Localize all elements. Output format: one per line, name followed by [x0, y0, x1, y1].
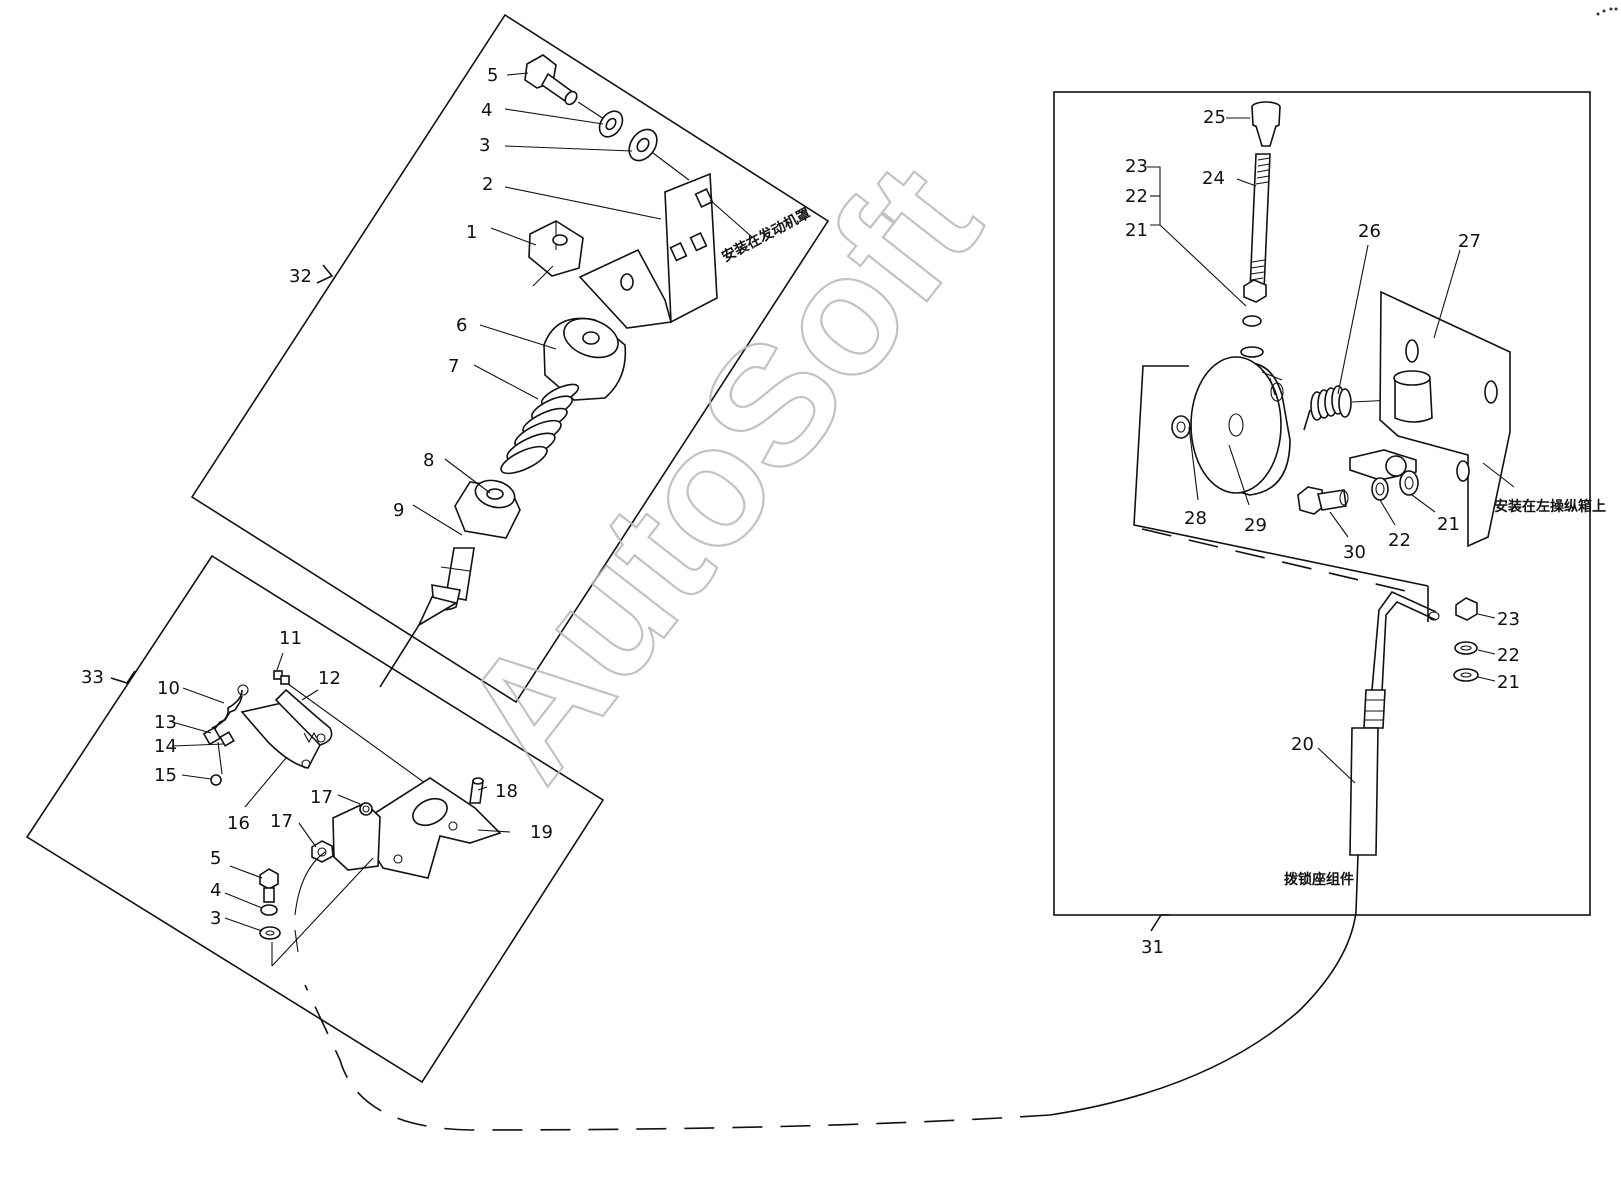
callout-26: 26: [1358, 221, 1381, 242]
lower-nut-stack-part: [1453, 597, 1479, 682]
washer-28-part: [1171, 415, 1191, 439]
cable-routing-line: [304, 984, 1051, 1131]
leader-lines-31: [1147, 117, 1515, 784]
callout-6: 6: [456, 315, 467, 336]
hinge-bracket-part: [1349, 449, 1417, 481]
torsion-spring-part: [1303, 385, 1394, 431]
wheel-part: [1190, 356, 1291, 496]
note-cable-seat-assembly: 拨锁座组件: [1284, 871, 1354, 888]
callout-17-lower: 17: [270, 811, 293, 832]
group-33-frame: [25, 554, 605, 1084]
callout-25: 25: [1203, 107, 1226, 128]
knob-part: [1251, 101, 1281, 147]
corner-mark: [1596, 7, 1618, 16]
washer-21-part: [1399, 470, 1419, 496]
callout-4: 4: [481, 100, 492, 121]
block-part: [528, 220, 584, 287]
callout-9: 9: [393, 500, 404, 521]
callout-29: 29: [1244, 515, 1267, 536]
callout-22-middle: 22: [1388, 530, 1411, 551]
leader-lines-33: [171, 652, 511, 932]
callout-22-left: 22: [1125, 186, 1148, 207]
callout-16: 16: [227, 813, 250, 834]
lock-washer-part: [598, 110, 624, 138]
callout-1: 1: [466, 222, 477, 243]
note-left-control-box: 安装在左操纵箱上: [1494, 498, 1606, 515]
callout-28: 28: [1184, 508, 1207, 529]
callout-12: 12: [318, 668, 341, 689]
threaded-rod-part: [1249, 153, 1271, 291]
side-bracket-part: [332, 802, 381, 871]
rubber-pad-part: [543, 317, 627, 401]
callout-19: 19: [530, 822, 553, 843]
connection-lines-33: [271, 851, 374, 967]
callout-2: 2: [482, 174, 493, 195]
callout-15: 15: [154, 765, 177, 786]
callout-24: 24: [1202, 168, 1225, 189]
group-31-frame: [1053, 91, 1591, 932]
callout-14: 14: [154, 736, 177, 757]
callout-10: 10: [157, 678, 180, 699]
washer-22-part: [1371, 477, 1389, 501]
group-32-frame: [190, 13, 830, 704]
mounting-plate-part: [1379, 290, 1511, 548]
callout-3: 3: [479, 135, 490, 156]
rod-nut-part: [1240, 279, 1267, 358]
sleeve-part: [454, 479, 521, 539]
callout-31: 31: [1141, 937, 1164, 958]
callout-4-lower: 4: [210, 880, 221, 901]
callout-32: 32: [289, 266, 312, 287]
spring-part: [500, 383, 580, 475]
bolt-part: [524, 54, 605, 120]
callout-21-middle: 21: [1437, 514, 1460, 535]
callout-18: 18: [495, 781, 518, 802]
callout-5-lower: 5: [210, 848, 221, 869]
bracket-part: [578, 172, 718, 329]
callout-21-left: 21: [1125, 220, 1148, 241]
tension-spring-part: [211, 684, 249, 731]
callout-11: 11: [279, 628, 302, 649]
lower-bolt-stack-part: [259, 868, 281, 966]
callout-33: 33: [81, 667, 104, 688]
callout-27: 27: [1458, 231, 1481, 252]
leader-lines-32: [412, 72, 753, 536]
callout-13: 13: [154, 712, 177, 733]
nut-part: [311, 840, 334, 863]
small-hardware-part: [202, 726, 235, 786]
bolt-30-part: [1297, 486, 1349, 515]
callout-23-left: 23: [1125, 156, 1148, 177]
flat-washer-part: [628, 128, 690, 181]
callout-3-lower: 3: [210, 908, 221, 929]
callout-21-right: 21: [1497, 672, 1520, 693]
callout-5: 5: [487, 65, 498, 86]
callout-22-right: 22: [1497, 645, 1520, 666]
callout-7: 7: [448, 356, 459, 377]
cable-part: [1049, 591, 1440, 1116]
callout-20: 20: [1291, 734, 1314, 755]
callout-17-upper: 17: [310, 787, 333, 808]
callout-23-right: 23: [1497, 609, 1520, 630]
callout-30: 30: [1343, 542, 1366, 563]
pin-18-part: [469, 777, 484, 804]
lever-part: [240, 688, 333, 769]
callout-8: 8: [423, 450, 434, 471]
pin-part: [379, 547, 475, 688]
